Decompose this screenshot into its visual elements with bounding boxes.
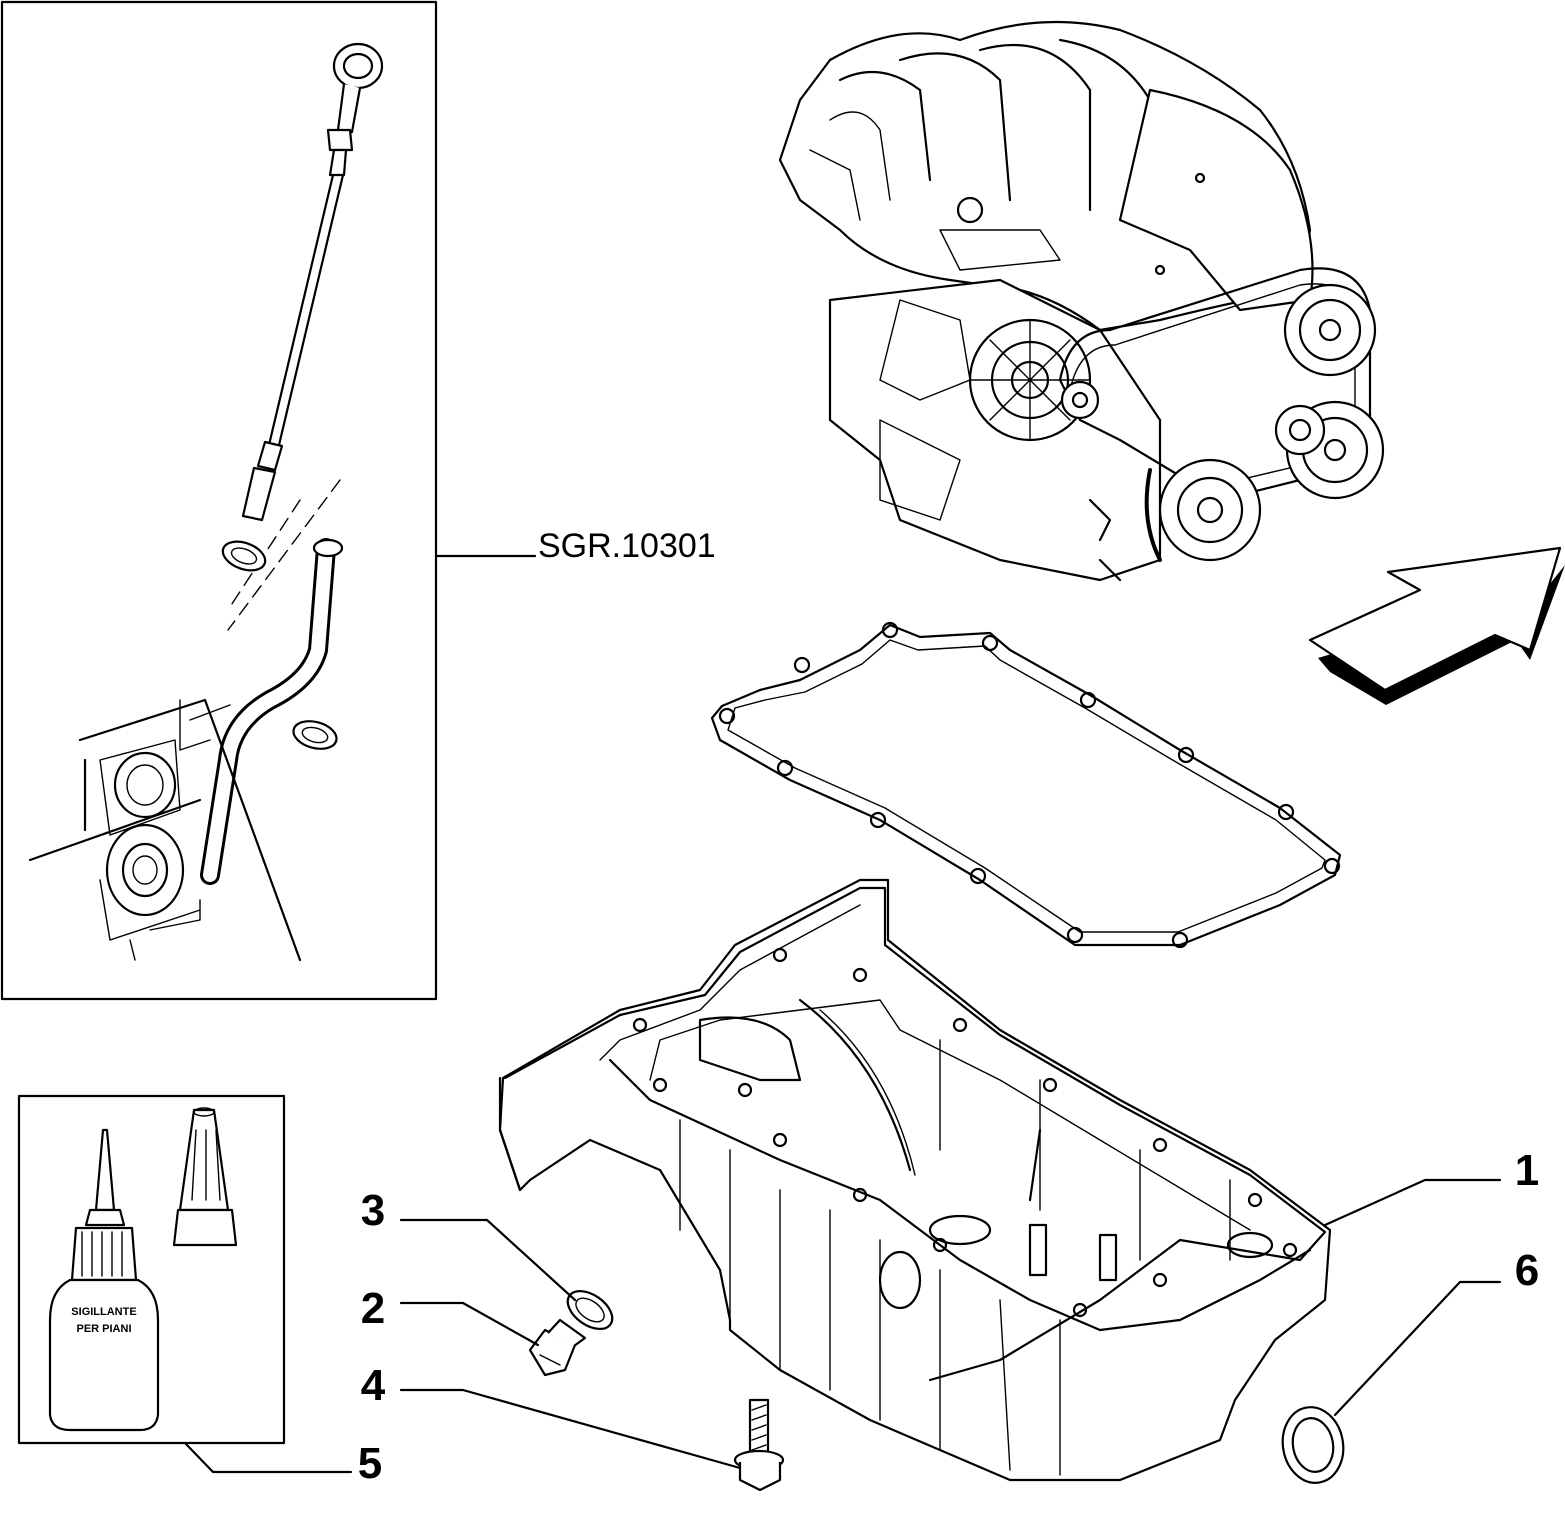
dipstick-tube [200, 538, 344, 885]
dipstick-o-ring-lower [292, 720, 338, 750]
callout-1: 1 [1515, 1146, 1539, 1195]
dipstick-detail-box [0, 0, 537, 1001]
bottle-label-line1: SIGILLANTE [71, 1306, 136, 1318]
sealant-nozzle-cap [172, 1107, 238, 1247]
callout-3: 3 [361, 1186, 385, 1235]
sealant-bottle: SIGILLANTE PER PIANI [48, 1128, 160, 1432]
dipstick-o-ring-upper [221, 540, 267, 572]
oil-pan-seal-ring [1281, 1406, 1345, 1484]
dipstick [241, 42, 384, 522]
oil-pan [498, 878, 1332, 1482]
engine-block-fragment [28, 698, 302, 962]
oil-pan-gasket [710, 621, 1342, 949]
callout-5: 5 [358, 1439, 382, 1488]
callout-4: 4 [361, 1361, 386, 1410]
reference-label: SGR.10301 [538, 527, 716, 565]
callout-leaders [183, 1178, 1502, 1474]
direction-arrow [1308, 546, 1565, 705]
bottle-label-line2: PER PIANI [76, 1323, 131, 1335]
engine-assembly [778, 20, 1385, 582]
sealant-box: SIGILLANTE PER PIANI [17, 1094, 286, 1445]
oil-pan-bolt [733, 1398, 785, 1492]
drain-plug [528, 1318, 587, 1377]
callout-2: 2 [361, 1284, 385, 1333]
callout-6: 6 [1515, 1246, 1539, 1295]
